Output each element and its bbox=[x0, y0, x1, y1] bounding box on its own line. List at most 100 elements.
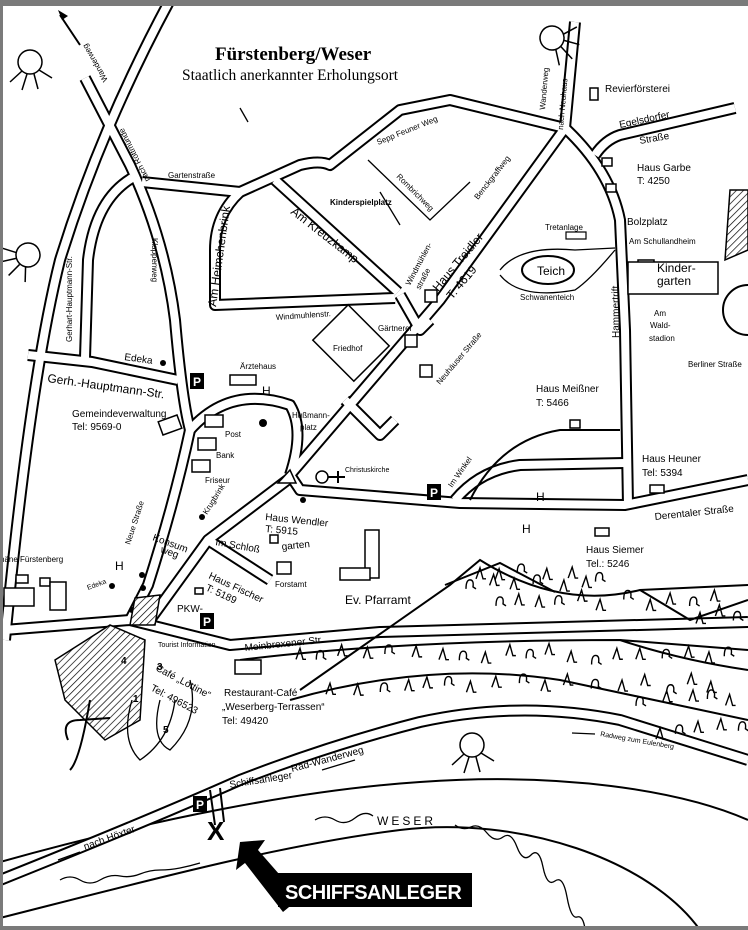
street-label: Berliner Straße bbox=[688, 360, 742, 369]
street-label: Wanderweg bbox=[538, 67, 551, 110]
tree-icon bbox=[480, 649, 492, 664]
tree-icon bbox=[404, 677, 415, 692]
tree-icon bbox=[640, 672, 651, 687]
tree-icon bbox=[732, 610, 744, 622]
weser-river bbox=[0, 778, 748, 930]
tree-icon bbox=[566, 648, 578, 663]
tree-icon bbox=[475, 565, 486, 580]
sun-icon bbox=[451, 732, 495, 774]
arrow-icon bbox=[321, 759, 356, 771]
tree-icon bbox=[661, 648, 673, 659]
place-label: Post bbox=[225, 430, 242, 439]
tree-icon bbox=[695, 610, 706, 625]
place-label: Tel: 5394 bbox=[642, 468, 683, 479]
tree-icon bbox=[562, 671, 574, 686]
street-label: Straße bbox=[639, 131, 671, 147]
place-label: Restaurant-Café bbox=[224, 688, 298, 699]
river-label: WESER bbox=[377, 814, 436, 828]
tree-icon bbox=[623, 589, 635, 601]
bus-stop: H bbox=[115, 559, 124, 573]
tree-icon bbox=[724, 692, 736, 707]
street-label: Am bbox=[654, 309, 666, 318]
street-label: Derentaler Straße bbox=[654, 504, 735, 523]
forest bbox=[295, 563, 748, 740]
tree-icon bbox=[688, 687, 700, 702]
place-label: Haus Garbe bbox=[637, 163, 691, 174]
tree-icon bbox=[488, 572, 500, 587]
place-label: Bolzplatz bbox=[627, 217, 668, 228]
tree-icon bbox=[458, 650, 470, 661]
tree-icon bbox=[494, 566, 506, 581]
street-label: Windmuhlenstr. bbox=[276, 309, 332, 322]
tree-icon bbox=[509, 576, 521, 591]
place-label: Tretanlage bbox=[545, 223, 584, 232]
street-label: Hammertrift bbox=[611, 286, 622, 338]
tree-icon bbox=[716, 716, 727, 731]
tree-icon bbox=[706, 679, 717, 694]
place-label: Haus Heuner bbox=[642, 454, 702, 465]
place-label: T: 5466 bbox=[536, 398, 569, 409]
place-label: Friedhof bbox=[333, 344, 363, 353]
bus-stop: H bbox=[522, 522, 531, 536]
place-label: Revierförsterei bbox=[605, 84, 670, 95]
tree-icon bbox=[325, 680, 336, 696]
parking-sign: P bbox=[193, 796, 207, 812]
tree-icon bbox=[617, 677, 629, 692]
place-label: Gemeindeverwaltung bbox=[72, 409, 167, 420]
tree-icon bbox=[655, 725, 666, 740]
tree-icon bbox=[723, 646, 735, 657]
tree-icon bbox=[645, 597, 657, 612]
callout-label: SCHIFFSANLEGER bbox=[285, 882, 462, 904]
tree-icon bbox=[693, 719, 704, 734]
tree-icon bbox=[674, 724, 686, 735]
scan-border bbox=[0, 0, 3, 930]
direction-arrow bbox=[59, 14, 81, 46]
tree-icon bbox=[438, 646, 449, 661]
tree-icon bbox=[495, 596, 507, 607]
street-label: Benckgraffweg bbox=[472, 154, 512, 201]
tree-icon bbox=[362, 644, 374, 659]
tree-icon bbox=[559, 577, 570, 592]
tree-icon bbox=[353, 681, 364, 696]
tree-icon bbox=[491, 673, 502, 688]
place-label: häne Fürstenberg bbox=[0, 555, 63, 564]
place-label: Tel.: 5246 bbox=[586, 559, 630, 570]
place-label: Haus Siemer bbox=[586, 545, 644, 556]
tree-icon bbox=[336, 642, 348, 657]
tree-icon bbox=[514, 591, 525, 606]
callout-box bbox=[278, 873, 472, 907]
map-subtitle: Staatlich anerkannter Erholungsort bbox=[182, 67, 399, 84]
place-label: T: 5915 bbox=[265, 524, 299, 538]
tree-icon bbox=[384, 644, 396, 655]
parking-sign: P bbox=[190, 373, 204, 389]
tree-icon bbox=[581, 574, 593, 589]
tree-icon bbox=[635, 645, 646, 660]
scan-border bbox=[0, 926, 748, 930]
arrow-icon bbox=[571, 732, 596, 735]
tree-icon bbox=[686, 670, 698, 685]
tree-icon bbox=[714, 602, 726, 617]
street-label: Am Kreuzkamp bbox=[288, 204, 362, 266]
place-label: Kinder- bbox=[657, 261, 696, 275]
tree-icon bbox=[516, 563, 528, 574]
tree-icon bbox=[737, 721, 748, 732]
tree-icon bbox=[709, 587, 721, 602]
street-label: Krugbrink bbox=[201, 481, 227, 516]
tree-icon bbox=[590, 654, 602, 666]
tree-icon bbox=[594, 571, 606, 583]
street-label: Neuhäuser Straße bbox=[435, 330, 484, 386]
tree-icon bbox=[553, 595, 566, 606]
tree-icon bbox=[704, 649, 715, 664]
place-label: Ev. Pfarramt bbox=[345, 593, 411, 607]
street-label: Am Schullandheim bbox=[629, 237, 696, 246]
tree-icon bbox=[595, 596, 607, 611]
street-label: garten bbox=[281, 539, 310, 553]
tree-icon bbox=[315, 649, 327, 661]
tree-icon bbox=[635, 696, 647, 707]
tree-icon bbox=[465, 678, 477, 693]
tree-icon bbox=[706, 689, 718, 700]
poi-number: 1 bbox=[133, 694, 139, 705]
bus-stop: H bbox=[536, 490, 545, 504]
